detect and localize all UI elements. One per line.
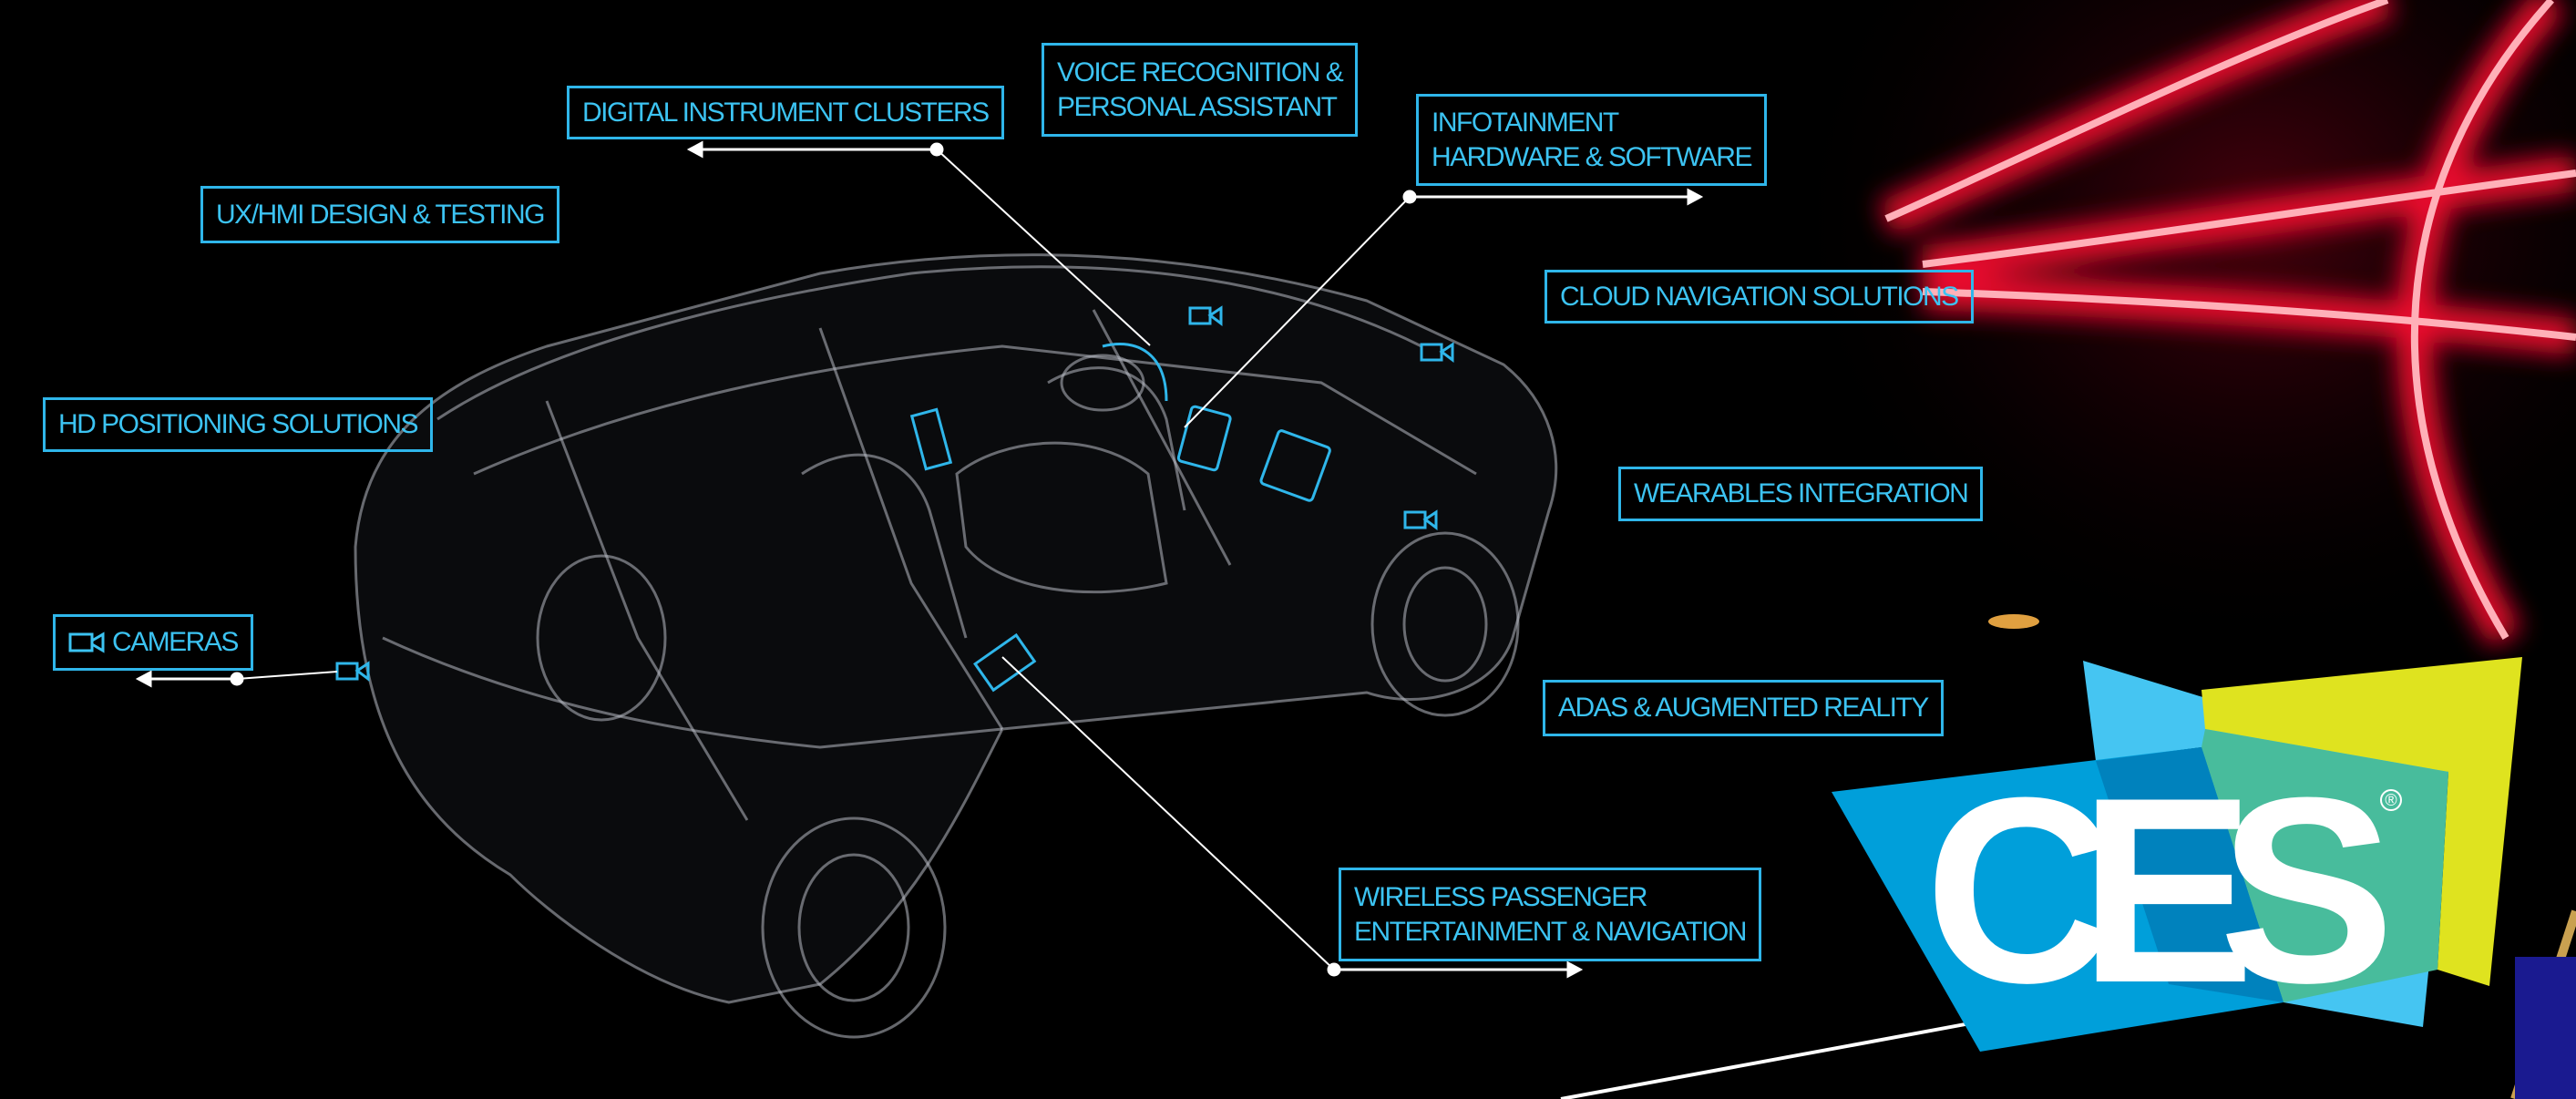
car-wireframe: [354, 253, 1558, 1039]
camera-icon: [68, 632, 105, 653]
label-text: INFOTAINMENT HARDWARE & SOFTWARE: [1432, 107, 1752, 172]
tablet-icon: [973, 632, 1037, 693]
label-wireless-passenger: WIRELESS PASSENGER ENTERTAINMENT & NAVIG…: [1339, 868, 1761, 961]
callout-lines: [135, 140, 1981, 1099]
label-text: WEARABLES INTEGRATION: [1634, 478, 1969, 508]
label-adas: ADAS & AUGMENTED REALITY: [1543, 680, 1944, 736]
camera-icon: [1403, 509, 1438, 530]
label-text: CAMERAS: [112, 627, 239, 657]
label-cloud-navigation: CLOUD NAVIGATION SOLUTIONS: [1545, 270, 1974, 324]
label-infotainment: INFOTAINMENT HARDWARE & SOFTWARE: [1416, 94, 1767, 186]
camera-icon: [335, 661, 370, 682]
car-device-icons: [335, 305, 1454, 693]
label-text: ADAS & AUGMENTED REALITY: [1558, 693, 1929, 723]
neon-tubes: [1777, 0, 2576, 1099]
label-text: HD POSITIONING SOLUTIONS: [58, 409, 419, 439]
label-digital-instrument-clusters: DIGITAL INSTRUMENT CLUSTERS: [567, 86, 1004, 139]
camera-icon: [1188, 305, 1223, 326]
tablet-icon: [1176, 405, 1232, 472]
label-wearables: WEARABLES INTEGRATION: [1618, 467, 1984, 521]
label-text: UX/HMI DESIGN & TESTING: [216, 199, 546, 230]
label-hd-positioning: HD POSITIONING SOLUTIONS: [43, 397, 434, 452]
ces-logo-text: CES: [1924, 743, 2395, 1038]
label-voice-recognition: VOICE RECOGNITION & PERSONAL ASSISTANT: [1042, 43, 1359, 137]
registered-mark: ®: [2380, 789, 2402, 811]
tablet-icon: [1259, 429, 1331, 502]
camera-icon: [1420, 342, 1454, 363]
label-text: WIRELESS PASSENGER ENTERTAINMENT & NAVIG…: [1354, 881, 1747, 947]
tablet-icon: [909, 407, 953, 471]
label-ux-hmi: UX/HMI DESIGN & TESTING: [200, 186, 559, 243]
label-text: VOICE RECOGNITION & PERSONAL ASSISTANT: [1057, 56, 1344, 122]
label-cameras: CAMERAS: [53, 614, 253, 671]
label-text: CLOUD NAVIGATION SOLUTIONS: [1560, 281, 1959, 312]
cluster-screen-icon: [1102, 343, 1168, 402]
label-text: DIGITAL INSTRUMENT CLUSTERS: [582, 97, 990, 128]
